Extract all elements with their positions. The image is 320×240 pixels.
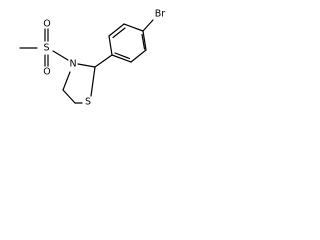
bond-c4-c5 bbox=[62, 89, 76, 104]
bond-nitrogen-c2 bbox=[77, 63, 96, 68]
atom-bromine: Br bbox=[155, 9, 166, 20]
bond-phenyl-inner-1 bbox=[112, 27, 126, 39]
atom-nitrogen: N bbox=[69, 59, 76, 70]
bond-c2-phenyl bbox=[94, 54, 113, 68]
bond-phenyl-5 bbox=[130, 49, 147, 63]
atom-sulfur-ring: S bbox=[85, 97, 91, 108]
molecule-structure: O S O N S Br bbox=[19, 9, 165, 108]
bond-phenyl-4 bbox=[142, 30, 147, 51]
bond-phenyl-inner-3 bbox=[114, 52, 131, 60]
bond-phenyl-6 bbox=[111, 54, 132, 63]
bond-sulfonyl-nitrogen bbox=[52, 50, 69, 61]
atom-oxygen-top: O bbox=[43, 19, 50, 30]
bond-phenyl-inner-2 bbox=[141, 33, 146, 50]
bond-phenyl-3 bbox=[123, 23, 144, 32]
bond-phenyl-2 bbox=[108, 23, 125, 37]
atom-sulfur-sulfonyl: S bbox=[43, 43, 49, 54]
bonds bbox=[19, 19, 154, 104]
bond-nitrogen-c4 bbox=[62, 71, 71, 91]
bond-sulfur-c2 bbox=[90, 66, 96, 97]
atom-labels: O S O N S Br bbox=[43, 9, 165, 108]
bond-phenyl-bromine bbox=[142, 19, 154, 32]
bond-phenyl-1 bbox=[108, 35, 113, 56]
atom-oxygen-bottom: O bbox=[43, 67, 50, 78]
